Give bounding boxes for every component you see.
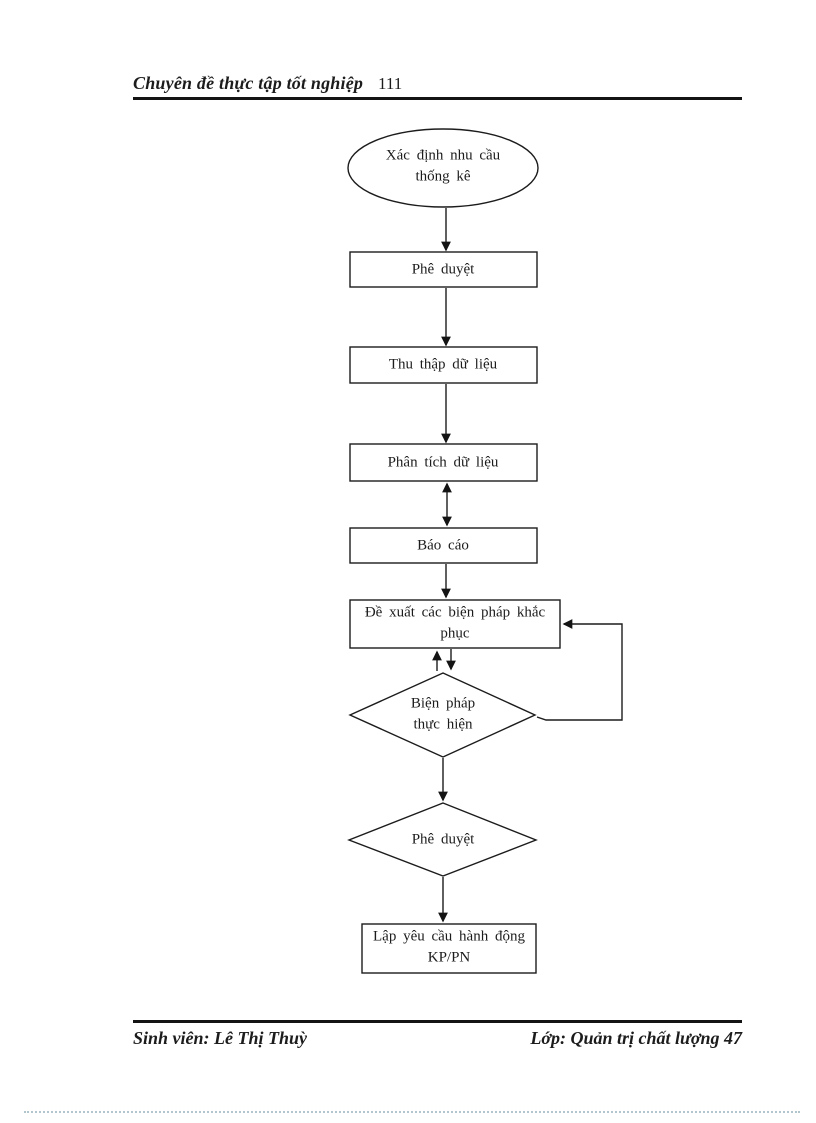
node-label-action-request: Lập yêu cầu hành động KP/PN	[373, 928, 525, 966]
page-boundary-dotted-line	[24, 1111, 800, 1113]
node-label-approve-2: Phê duyệt	[411, 831, 475, 848]
shape-analyze-data-rect	[349, 443, 538, 482]
shape-define-needs-ellipse	[347, 128, 539, 208]
connector-feedback-loop	[536, 619, 623, 721]
footer-rule	[133, 1020, 742, 1023]
shape-action-request-rect	[361, 923, 537, 974]
footer-class-name: Lớp: Quản trị chất lượng 47	[530, 1028, 742, 1048]
node-label-report: Báo cáo	[417, 537, 469, 554]
footer-student-name: Sinh viên: Lê Thị Thuỳ	[133, 1028, 308, 1048]
shape-propose-actions-rect	[349, 599, 561, 649]
shape-collect-data-rect	[349, 346, 538, 384]
node-label-define-needs: Xác định nhu cầu thống kê	[385, 147, 501, 185]
shape-implement-measures-diamond	[348, 672, 537, 758]
header-title: Chuyên đề thực tập tốt nghiệp	[133, 73, 364, 93]
node-label-implement-measures: Biện pháp thực hiện	[410, 695, 476, 733]
node-label-approve-1: Phê duyệt	[411, 261, 475, 278]
shape-approve-1-rect	[349, 251, 538, 288]
node-label-propose-actions: Đề xuất các biện pháp khắc phục	[364, 604, 546, 642]
node-label-collect-data: Thu thập dữ liệu	[388, 356, 498, 373]
header-rule	[133, 97, 742, 100]
shape-approve-2-diamond	[347, 802, 538, 877]
node-label-analyze-data: Phân tích dữ liệu	[387, 454, 499, 471]
page-number: 111	[378, 74, 403, 93]
shape-report-rect	[349, 527, 538, 564]
